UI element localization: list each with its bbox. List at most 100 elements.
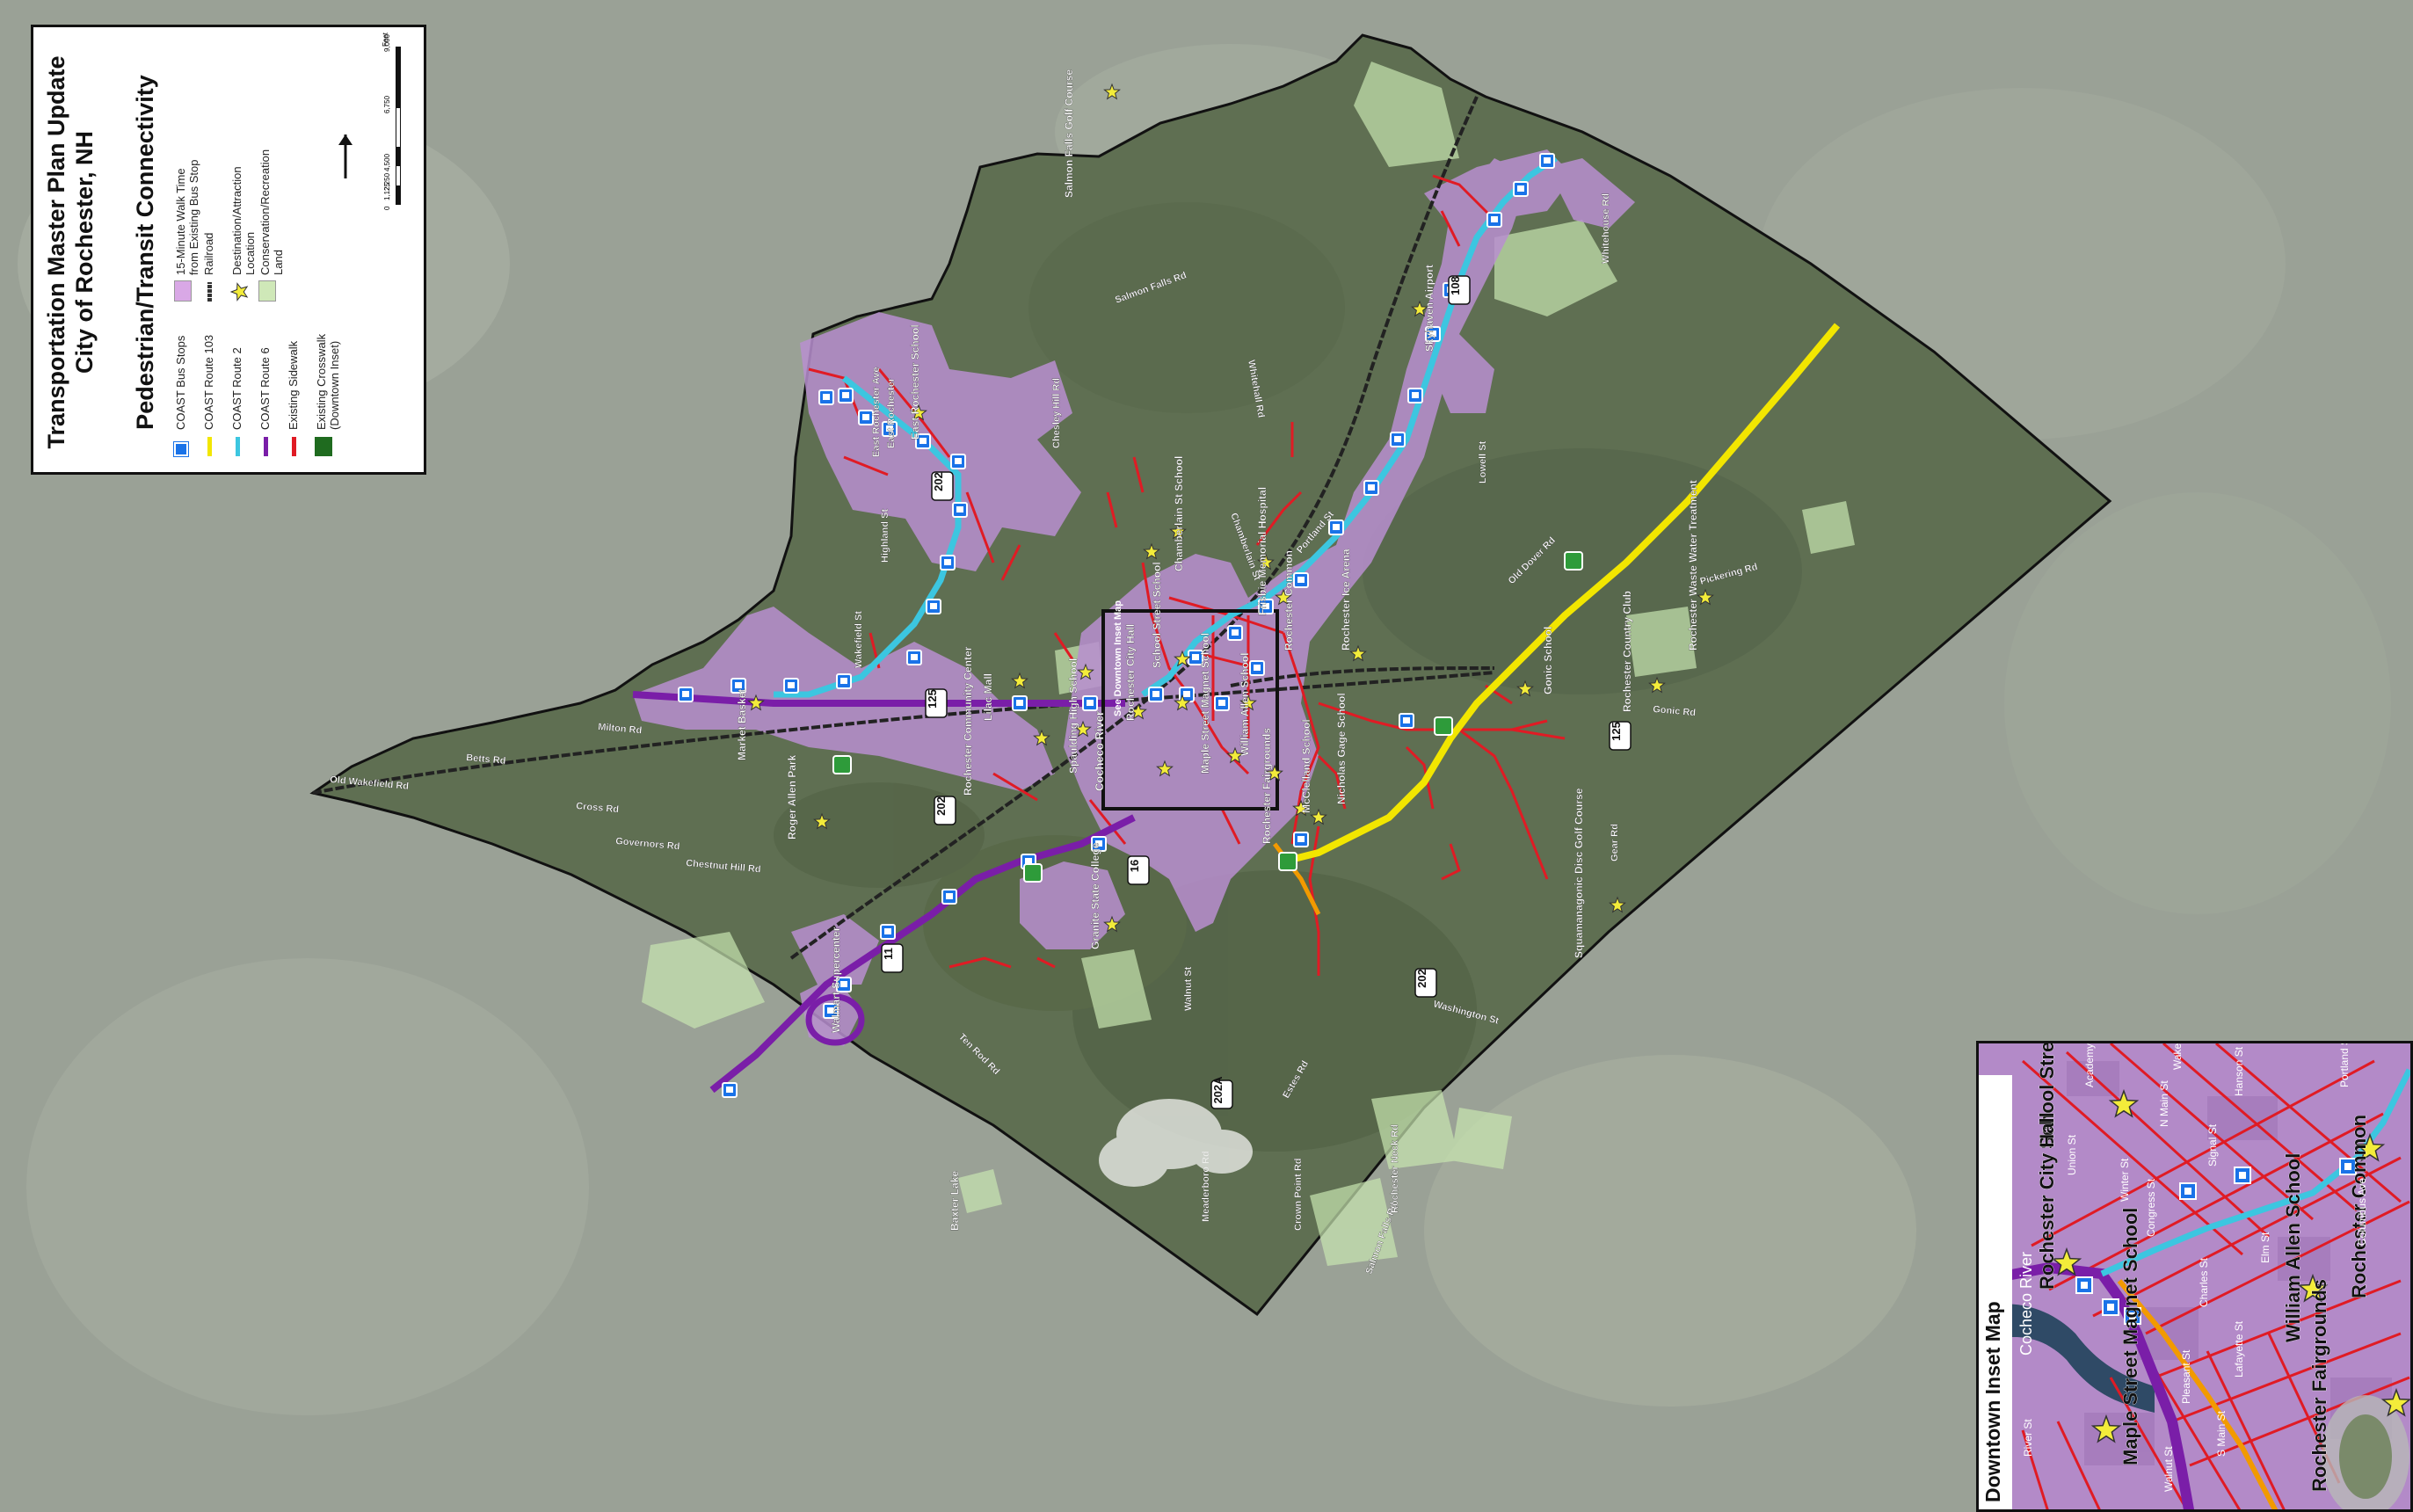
- legend-item-label: Railroad: [202, 232, 215, 275]
- map-label-waste-water: Rochester Waste Water Treatment: [1687, 480, 1699, 651]
- destination-star-icon: [1011, 672, 1028, 689]
- railroads: [312, 96, 1495, 960]
- coast-route-6: [632, 691, 1136, 1094]
- bus-stop-icon: [730, 678, 746, 694]
- bus-stop-icon: [880, 924, 896, 940]
- destination-star-icon: [1257, 553, 1275, 571]
- inset-bus-stop-icon: [2075, 1276, 2093, 1294]
- inset-label-portland-st: Portland St: [2338, 1043, 2351, 1087]
- bus-stop-icon: [1188, 650, 1203, 665]
- scale-label: 2,250: [383, 172, 391, 191]
- map-label-highland-st: Highland St: [880, 509, 890, 563]
- destination-star-icon: [910, 403, 927, 421]
- destination-star-icon: [1074, 720, 1092, 738]
- legend-swatch-area: [258, 280, 276, 302]
- legend-title-line1: Transportation Master Plan Update: [43, 55, 69, 449]
- map-label-baxter-lake: Baxter Lake: [948, 1171, 961, 1231]
- map-label-cocheco-river: Cocheco River: [1093, 711, 1106, 791]
- map-label-skyhaven-airport: Skyhaven Airport: [1423, 265, 1435, 352]
- inset-stars: [2051, 1088, 2410, 1443]
- map-label-city-hall: Rochester City Hall: [1124, 624, 1137, 721]
- inset-label-river-st: River St: [2022, 1419, 2034, 1457]
- destination-star-icon: [1143, 542, 1160, 560]
- inset-bus-stop-icon: [2234, 1167, 2251, 1184]
- bus-stop-icon: [1214, 695, 1230, 711]
- legend-item-label: 15-Minute Walk Time from Existing Bus St…: [174, 159, 200, 276]
- destination-star-icon: [1156, 760, 1174, 777]
- route-shield-icon: 202: [934, 796, 956, 825]
- bus-stop-icon: [818, 389, 834, 405]
- inset-bus-stop-icon: [2339, 1158, 2357, 1175]
- bus-stop-icon: [1486, 212, 1502, 228]
- existing-sidewalks: [808, 174, 1566, 976]
- route-shield-icon: 108: [1448, 275, 1471, 305]
- route-shield-icon: 202: [1414, 968, 1437, 998]
- route-shield-label: 108: [1449, 276, 1462, 295]
- map-label-rochester-common: Rochester Common: [1283, 550, 1295, 651]
- map-label-school-st: School Street School: [1151, 562, 1163, 668]
- destination-star-icon: [1648, 676, 1666, 694]
- destination-star-icon: [813, 812, 831, 830]
- bus-stop-icon: [952, 502, 968, 518]
- destination-star-icon: [1349, 644, 1367, 662]
- inset-label-charles-st: Charles St: [2198, 1257, 2210, 1307]
- map-label-crown-point-rd: Crown Point Rd: [1293, 1159, 1304, 1232]
- inset-label-winter-st: Winter St: [2119, 1158, 2131, 1202]
- route-shield-label: 202: [932, 472, 945, 491]
- inset-bus-stops: [2075, 1158, 2357, 1325]
- route-shield-icon: 125: [1609, 721, 1632, 751]
- destination-star-icon: [1130, 702, 1147, 720]
- map-label-nicholas-gage: Nicholas Gage School: [1335, 693, 1348, 804]
- destination-star-icon: [1609, 896, 1626, 913]
- map-label-gear-rd: Gear Rd: [1610, 824, 1620, 861]
- map-label-mcclelland: McClelland School: [1300, 719, 1312, 813]
- inset-label-elm-st: Elm St: [2259, 1232, 2271, 1263]
- bus-stop-icon: [915, 433, 931, 449]
- bus-stop-icon: [1293, 832, 1309, 847]
- route-shield-icon: 202A: [1210, 1076, 1233, 1109]
- inset-label-rochester-common: Rochester Common: [2348, 1115, 2370, 1298]
- legend-swatch-block: [315, 437, 332, 456]
- legend-item-label: COAST Route 103: [202, 334, 215, 430]
- legend-item-label: COAST Bus Stops: [174, 335, 187, 430]
- legend-item-label: Conservation/Recreation Land: [258, 149, 285, 275]
- route-shield-icon: 11: [881, 943, 904, 973]
- destination-star-icon: [1103, 83, 1121, 100]
- map-label-gonic-rd: Gonic Rd: [1653, 704, 1697, 718]
- inset-fairgrounds-infield: [2339, 1414, 2392, 1499]
- inset-label-s-main-st: S Main St: [2215, 1410, 2228, 1457]
- map-label-william-allen: William Allen School: [1239, 653, 1251, 756]
- destination-star-icon: [1516, 680, 1534, 697]
- map-label-milton-rd: Milton Rd: [598, 722, 643, 736]
- legend-swatch-line: [292, 437, 296, 456]
- legend-swatch-line: [264, 437, 268, 456]
- route-shield-label: 125: [926, 689, 939, 709]
- bus-stop-icon: [836, 673, 852, 689]
- destination-star-icon: [1310, 808, 1327, 825]
- legend-star-icon: [229, 282, 254, 302]
- destination-star-icon: [1275, 588, 1292, 606]
- map-label-lowell-st: Lowell St: [1478, 440, 1488, 483]
- map-label-rochester-neck-rd: Rochester Neck Rd: [1390, 1124, 1400, 1213]
- inset-label-academy-st: Academy St: [2083, 1043, 2096, 1087]
- bus-stop-icon: [838, 388, 854, 403]
- destination-stars: [747, 83, 1714, 933]
- map-label-wakefield-st: Wakefield St: [854, 611, 864, 668]
- bus-stop-icon: [1539, 153, 1555, 169]
- route-shield-label: 125: [1610, 722, 1623, 741]
- inset-label-columbus-ave: Columbus Ave: [2356, 1178, 2368, 1246]
- scale-bar-segment: [396, 166, 400, 185]
- legend-item-label: Existing Sidewalk: [287, 340, 300, 430]
- bus-stop-icon: [722, 1082, 738, 1098]
- inset-star-icon: [2354, 1132, 2386, 1162]
- destination-star-icon: [1077, 663, 1094, 680]
- nh-route-marker-icon: [1278, 852, 1297, 871]
- inset-star-icon: [2090, 1414, 2122, 1443]
- legend-railroad-icon: [207, 282, 212, 302]
- downtown-inset-box[interactable]: [1101, 609, 1279, 811]
- map-label-granite-state-college: Granite State College: [1089, 842, 1101, 949]
- map-label-whitehouse-rd: Whitehouse Rd: [1601, 193, 1611, 264]
